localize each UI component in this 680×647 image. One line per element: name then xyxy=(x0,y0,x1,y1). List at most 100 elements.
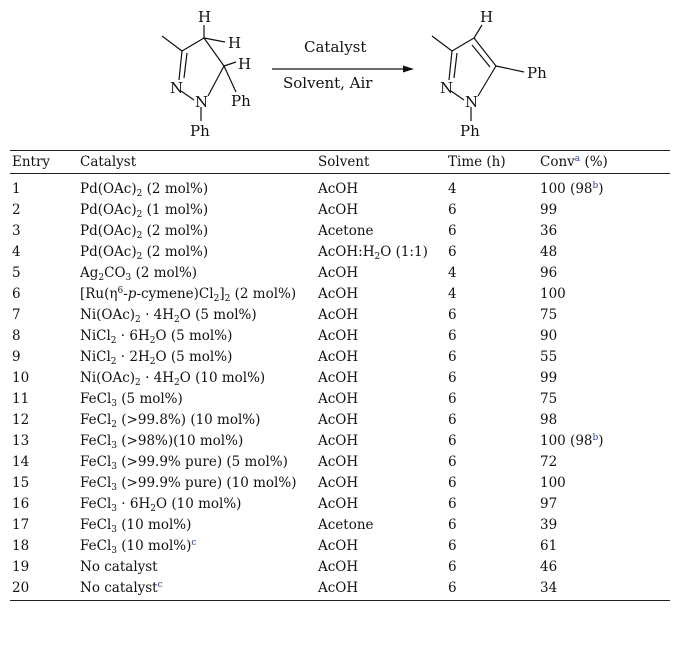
header-conv: Conva (%) xyxy=(540,154,670,170)
cell-entry: 11 xyxy=(12,390,30,407)
cell-catalyst: NiCl2 · 6H2O (5 mol%) xyxy=(80,327,233,346)
cell-entry: 9 xyxy=(12,348,21,365)
cell-catalyst: Pd(OAc)2 (1 mol%) xyxy=(80,201,209,220)
cell-entry: 2 xyxy=(12,201,21,218)
cell-entry: 1 xyxy=(12,180,21,197)
cell-entry: 15 xyxy=(12,474,30,491)
cell-entry: 6 xyxy=(12,285,21,302)
product-n2-label: N xyxy=(440,79,453,97)
cell-time: 6 xyxy=(448,348,457,365)
arrow-top-label: Catalyst xyxy=(304,38,366,56)
cell-entry: 17 xyxy=(12,516,30,533)
cell-solvent: AcOH xyxy=(318,264,359,281)
cell-solvent: AcOH xyxy=(318,579,359,596)
reactant-n2-label: N xyxy=(170,79,183,97)
table-bottom-rule xyxy=(10,600,670,601)
header-time: Time (h) xyxy=(448,154,506,170)
cell-catalyst: NiCl2 · 2H2O (5 mol%) xyxy=(80,348,233,367)
cell-solvent: AcOH xyxy=(318,201,359,218)
cell-time: 6 xyxy=(448,579,457,596)
cell-entry: 4 xyxy=(12,243,21,260)
cell-entry: 5 xyxy=(12,264,21,281)
cell-catalyst: Pd(OAc)2 (2 mol%) xyxy=(80,222,209,241)
cell-time: 6 xyxy=(448,327,457,344)
cell-time: 6 xyxy=(448,390,457,407)
cell-catalyst: FeCl3 (>99.9% pure) (10 mol%) xyxy=(80,474,297,493)
cell-solvent: AcOH xyxy=(318,495,359,512)
reactant-h-c5: H xyxy=(238,55,251,73)
arrow-bottom-label: Solvent, Air xyxy=(283,74,373,92)
reactant-structure xyxy=(161,25,237,121)
reactant-h-top: H xyxy=(198,8,211,26)
cell-solvent: AcOH xyxy=(318,348,359,365)
reactant-n1-label: N xyxy=(195,93,208,111)
cell-conv: 46 xyxy=(540,558,558,575)
cell-entry: 19 xyxy=(12,558,30,575)
cell-solvent: AcOH xyxy=(318,180,359,197)
results-table: Entry Catalyst Solvent Time (h) Conva (%… xyxy=(10,150,670,601)
header-conv-unit: (%) xyxy=(580,154,608,170)
cell-conv: 72 xyxy=(540,453,558,470)
cell-solvent: AcOH xyxy=(318,537,359,554)
cell-conv: 90 xyxy=(540,327,558,344)
cell-entry: 8 xyxy=(12,327,21,344)
table-row: 5 Ag2CO3 (2 mol%) AcOH 4 96 xyxy=(10,262,670,283)
cell-catalyst: FeCl3 (5 mol%) xyxy=(80,390,183,409)
cell-catalyst: Pd(OAc)2 (2 mol%) xyxy=(80,243,209,262)
header-conv-note: a xyxy=(574,154,581,164)
cell-entry: 12 xyxy=(12,411,30,428)
cell-conv: 39 xyxy=(540,516,558,533)
cell-time: 6 xyxy=(448,474,457,491)
cell-solvent: AcOH xyxy=(318,285,359,302)
cell-entry: 16 xyxy=(12,495,30,512)
table-header: Entry Catalyst Solvent Time (h) Conva (%… xyxy=(10,151,670,173)
cell-time: 6 xyxy=(448,453,457,470)
cell-catalyst: FeCl3 (>98%)(10 mol%) xyxy=(80,432,244,451)
cell-catalyst: Pd(OAc)2 (2 mol%) xyxy=(80,180,209,199)
reactant-ph-n1: Ph xyxy=(190,122,210,140)
cell-entry: 10 xyxy=(12,369,30,386)
cell-entry: 20 xyxy=(12,579,30,596)
cell-conv: 96 xyxy=(540,264,558,281)
cell-time: 6 xyxy=(448,537,457,554)
cell-solvent: AcOH xyxy=(318,432,359,449)
cell-solvent: AcOH xyxy=(318,474,359,491)
header-solvent: Solvent xyxy=(318,154,370,170)
cell-solvent: Acetone xyxy=(318,222,374,239)
product-ph-c5: Ph xyxy=(527,64,547,82)
cell-time: 6 xyxy=(448,432,457,449)
cell-conv: 100 (98b) xyxy=(540,180,604,197)
cell-conv: 99 xyxy=(540,201,558,218)
cell-solvent: AcOH xyxy=(318,369,359,386)
cell-conv: 36 xyxy=(540,222,558,239)
cell-catalyst: FeCl3 (>99.9% pure) (5 mol%) xyxy=(80,453,288,472)
header-entry: Entry xyxy=(12,154,51,170)
reaction-arrow-head xyxy=(403,65,414,73)
cell-time: 4 xyxy=(448,264,457,281)
cell-entry: 18 xyxy=(12,537,30,554)
cell-solvent: AcOH xyxy=(318,558,359,575)
product-ph-n1: Ph xyxy=(460,122,480,140)
cell-catalyst: Ag2CO3 (2 mol%) xyxy=(80,264,198,283)
cell-conv: 55 xyxy=(540,348,558,365)
cell-conv: 100 xyxy=(540,474,566,491)
table-top-rule xyxy=(10,150,670,151)
cell-entry: 13 xyxy=(12,432,30,449)
cell-time: 4 xyxy=(448,180,457,197)
cell-catalyst: FeCl3 · 6H2O (10 mol%) xyxy=(80,495,242,514)
cell-catalyst: FeCl3 (10 mol%) xyxy=(80,516,192,535)
cell-conv: 61 xyxy=(540,537,558,554)
